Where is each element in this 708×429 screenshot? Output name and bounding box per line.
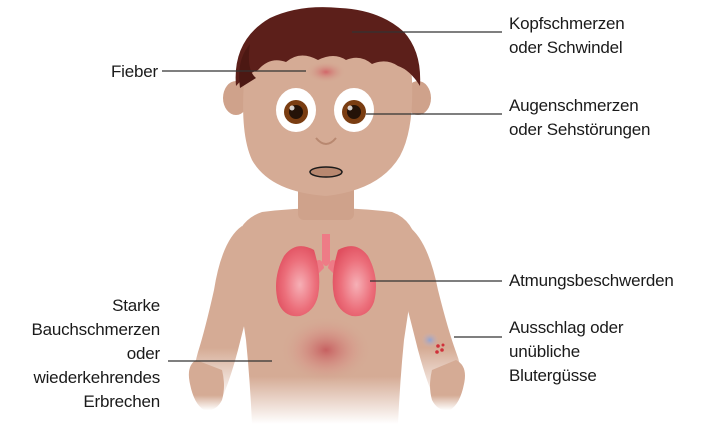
abdomen-pain-area: [280, 316, 372, 384]
left-eye: [276, 88, 316, 132]
label-abdomen-line-3: oder: [31, 342, 160, 366]
label-abdomen-line-2: Bauchschmerzen: [31, 318, 160, 342]
label-eyes-line-2: oder Sehstörungen: [509, 118, 650, 142]
label-abdomen-line-1: Starke: [31, 294, 160, 318]
label-fever-line: Fieber: [111, 60, 158, 84]
label-headache-line-1: Kopfschmerzen: [509, 12, 625, 36]
fever-spot: [306, 61, 346, 83]
label-eyes-line-1: Augenschmerzen: [509, 94, 650, 118]
right-eye: [334, 88, 374, 132]
label-abdomen-line-4: wiederkehrendes: [31, 366, 160, 390]
label-breathing: Atmungsbeschwerden: [509, 269, 674, 293]
label-headache-line-2: oder Schwindel: [509, 36, 625, 60]
label-rash-line-1: Ausschlag oder: [509, 316, 623, 340]
label-rash-line-2: unübliche: [509, 340, 623, 364]
label-headache: Kopfschmerzen oder Schwindel: [509, 12, 625, 60]
label-rash-line-3: Blutergüsse: [509, 364, 623, 388]
mouth: [310, 167, 342, 177]
label-abdomen: Starke Bauchschmerzen oder wiederkehrend…: [31, 294, 160, 414]
label-abdomen-line-5: Erbrechen: [31, 390, 160, 414]
label-breathing-line: Atmungsbeschwerden: [509, 269, 674, 293]
label-rash: Ausschlag oder unübliche Blutergüsse: [509, 316, 623, 388]
label-eyes: Augenschmerzen oder Sehstörungen: [509, 94, 650, 142]
label-fever: Fieber: [111, 60, 158, 84]
